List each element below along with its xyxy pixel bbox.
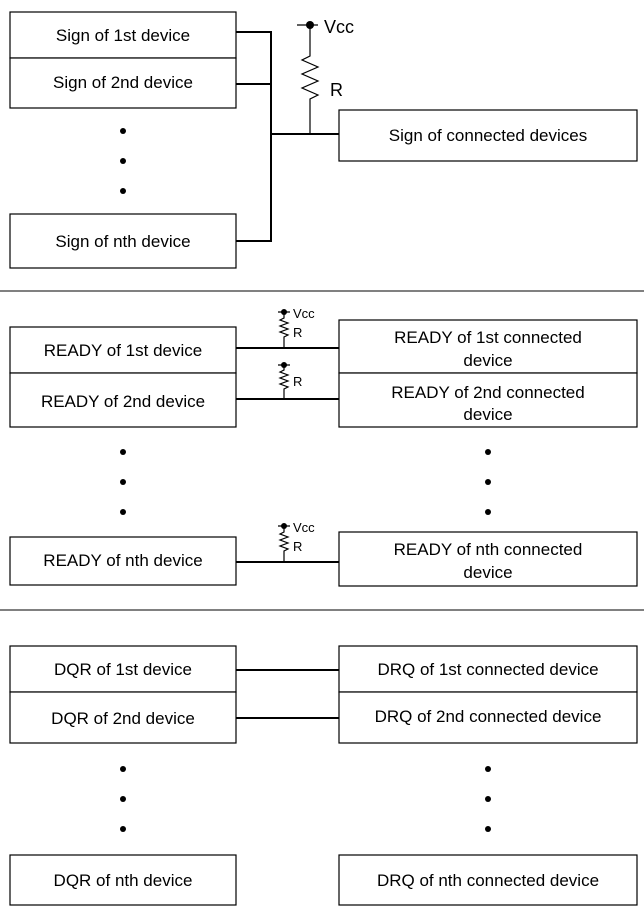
ready-connected-n-line1: READY of nth connected xyxy=(394,540,583,559)
ready-connected-1-box xyxy=(338,319,638,374)
vcc-label: Vcc xyxy=(324,17,354,37)
ellipsis-dot xyxy=(120,449,126,455)
dqr-device-2-label: DQR of 2nd device xyxy=(51,709,195,728)
ellipsis-dot xyxy=(485,796,491,802)
ready-connected-2-line2: device xyxy=(463,405,512,424)
resistor-label: R xyxy=(293,374,302,389)
section-drq: DQR of 1st device DQR of 2nd device DQR … xyxy=(9,645,638,906)
ready-device-1-label: READY of 1st device xyxy=(44,341,202,360)
pullup-resistor-icon xyxy=(278,364,290,399)
ellipsis-dot xyxy=(485,479,491,485)
ellipsis-dot xyxy=(120,796,126,802)
ready-device-2-box xyxy=(9,372,237,428)
sign-connected-label: Sign of connected devices xyxy=(389,126,587,145)
resistor-label: R xyxy=(293,539,302,554)
sign-connected-box xyxy=(338,109,638,162)
resistor-label: R xyxy=(330,80,343,100)
ready-connected-2-line1: READY of 2nd connected xyxy=(391,383,584,402)
ready-connected-1-line2: device xyxy=(463,351,512,370)
ellipsis-dot xyxy=(120,826,126,832)
ellipsis-dot xyxy=(485,766,491,772)
drq-connected-1-label: DRQ of 1st connected device xyxy=(377,660,598,679)
dqr-device-2-box xyxy=(9,691,237,744)
resistor-label: R xyxy=(293,325,302,340)
ellipsis-dot xyxy=(120,479,126,485)
drq-connected-n-box xyxy=(338,854,638,906)
dqr-device-1-box xyxy=(9,645,237,693)
ready-connected-n-line2: device xyxy=(463,563,512,582)
drq-connected-2-box xyxy=(338,691,638,744)
ready-connected-n-box xyxy=(338,531,638,587)
sign-bus-wire xyxy=(236,31,272,242)
drq-connected-n-label: DRQ of nth connected device xyxy=(377,871,599,890)
ready-device-1-box xyxy=(9,326,237,374)
sign-device-n-box xyxy=(9,213,237,269)
ellipsis-dot xyxy=(485,826,491,832)
section-sign: Sign of 1st device Sign of 2nd device Si… xyxy=(9,11,638,269)
drq-connected-1-box xyxy=(338,645,638,693)
ellipsis-dot xyxy=(120,766,126,772)
ellipsis-dot xyxy=(485,509,491,515)
ellipsis-dot xyxy=(485,449,491,455)
pullup-resistor-icon xyxy=(300,25,320,134)
dqr-device-1-label: DQR of 1st device xyxy=(54,660,192,679)
ellipsis-dot xyxy=(120,509,126,515)
sign-device-1-label: Sign of 1st device xyxy=(56,26,190,45)
ready-device-n-label: READY of nth device xyxy=(43,551,202,570)
ellipsis-dot xyxy=(120,128,126,134)
drq-connected-2-label: DRQ of 2nd connected device xyxy=(375,707,602,726)
sign-device-2-box xyxy=(9,57,237,109)
pullup-resistor-icon xyxy=(278,525,290,562)
ellipsis-dot xyxy=(120,158,126,164)
dqr-device-n-label: DQR of nth device xyxy=(54,871,193,890)
sign-device-1-box xyxy=(9,11,237,59)
sign-device-n-label: Sign of nth device xyxy=(55,232,190,251)
ellipsis-dot xyxy=(120,188,126,194)
vcc-label: Vcc xyxy=(293,306,315,321)
vcc-label: Vcc xyxy=(293,520,315,535)
section-ready: READY of 1st device READY of 2nd device … xyxy=(9,306,638,587)
sign-device-2-label: Sign of 2nd device xyxy=(53,73,193,92)
ready-device-2-label: READY of 2nd device xyxy=(41,392,205,411)
dqr-device-n-box xyxy=(9,854,237,906)
ready-connected-2-box xyxy=(338,372,638,428)
ready-connected-1-line1: READY of 1st connected xyxy=(394,328,582,347)
pullup-resistor-icon xyxy=(278,311,290,348)
ready-device-n-box xyxy=(9,536,237,586)
